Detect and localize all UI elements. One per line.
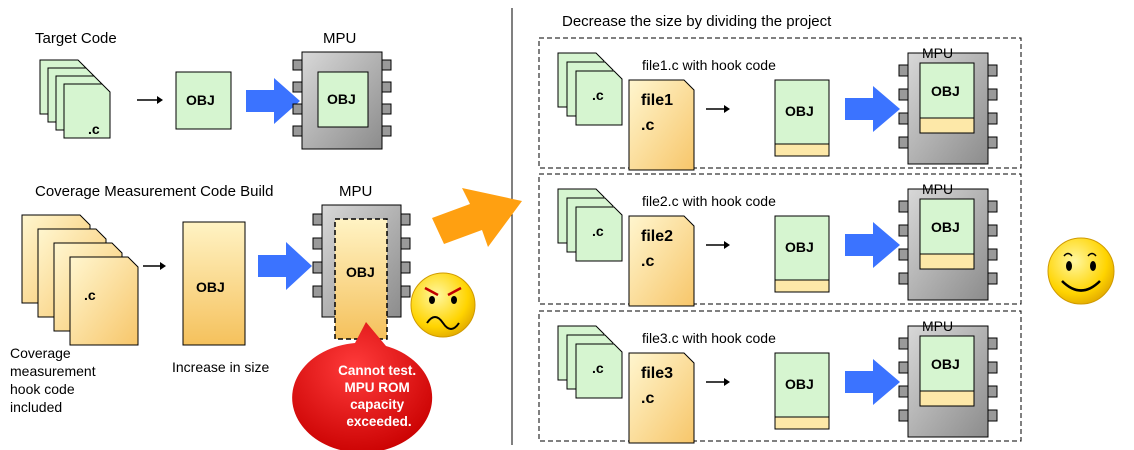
hook-caption-line2: measurement (10, 363, 96, 379)
error-bubble-text: Cannot test. MPU ROM capacity exceeded. (338, 363, 420, 429)
error-line2: MPU ROM (344, 380, 409, 395)
hook-caption-line1: Coverage (10, 345, 71, 361)
obj-block-yellow (774, 416, 830, 430)
mpu-obj-label: OBJ (931, 219, 960, 235)
big-arrow-icon (845, 86, 900, 132)
obj-label: OBJ (785, 103, 814, 119)
file-stack-icon: .c (39, 59, 111, 139)
obj-block-green (774, 352, 830, 418)
panel-caption: file1.c with hook code (642, 57, 776, 73)
mpu-label: MPU (922, 45, 953, 61)
obj-block-yellow (774, 279, 830, 293)
big-arrow-icon (845, 222, 900, 268)
file-name-label: file3 (641, 365, 673, 382)
obj-label-large: OBJ (196, 279, 225, 295)
obj-label: OBJ (785, 376, 814, 392)
file-stack-icon: .c (557, 325, 623, 399)
obj-block-green (774, 215, 830, 281)
c-extension-label: .c (88, 121, 100, 137)
file-name-label: file1 (641, 92, 673, 109)
mpu-obj-label: OBJ (931, 356, 960, 372)
mpu-chip-overflow-icon (312, 204, 411, 340)
panel-border (538, 37, 1022, 169)
error-line3: capacity (350, 397, 405, 412)
big-arrow-icon (246, 78, 300, 124)
arrow-right-icon (143, 262, 166, 270)
file-doc-icon (628, 79, 695, 171)
mpu-obj-label: OBJ (327, 91, 356, 107)
file-ext-label: .c (641, 117, 654, 134)
sad-face-icon (410, 272, 476, 338)
target-code-title: Target Code (35, 30, 117, 47)
file-name-label: file2 (641, 228, 673, 245)
hook-caption-line4: included (10, 399, 62, 415)
mpu-label: MPU (922, 318, 953, 334)
obj-block-yellow (774, 143, 830, 157)
mpu-chip-icon (898, 188, 998, 301)
error-line1: Cannot test. (338, 363, 416, 378)
error-bubble (292, 322, 433, 450)
c-extension-label: .c (592, 223, 604, 239)
mpu-chip-icon (898, 52, 998, 165)
c-extension-label: .c (592, 87, 604, 103)
arrow-right-icon (706, 105, 730, 113)
mpu-label-top: MPU (323, 30, 356, 47)
obj-block-large (182, 221, 246, 346)
arrow-right-icon (137, 96, 163, 104)
coverage-build-title: Coverage Measurement Code Build (35, 183, 273, 200)
file-doc-icon (628, 352, 695, 444)
mpu-chip-icon (292, 51, 392, 150)
happy-face-icon (1047, 237, 1115, 305)
file-stack-icon: .c (557, 52, 623, 126)
panel-caption: file2.c with hook code (642, 193, 776, 209)
file-stack-icon: .c (557, 188, 623, 262)
arrow-right-icon (706, 241, 730, 249)
mpu-label: MPU (922, 181, 953, 197)
hook-caption-line3: hook code (10, 381, 75, 397)
panel-border (538, 310, 1022, 442)
file-ext-label: .c (641, 253, 654, 270)
yellow-file-stack-icon (21, 214, 139, 346)
error-line4: exceeded. (346, 414, 411, 429)
big-arrow-icon (845, 359, 900, 405)
obj-block-small (175, 71, 232, 130)
mpu-obj-overflow-label: OBJ (346, 264, 375, 280)
mpu-obj-label: OBJ (931, 83, 960, 99)
file-doc-icon (628, 215, 695, 307)
mpu-chip-icon (898, 325, 998, 438)
transition-arrow-icon (432, 188, 522, 247)
c-extension-label: .c (592, 360, 604, 376)
obj-label: OBJ (186, 92, 215, 108)
hook-caption: Coverage measurement hook code included (10, 345, 99, 415)
file-ext-label: .c (641, 390, 654, 407)
big-arrow-icon (258, 242, 312, 290)
increase-caption: Increase in size (172, 359, 269, 375)
split-title: Decrease the size by dividing the projec… (562, 13, 832, 30)
arrow-right-icon (706, 378, 730, 386)
c-extension-label-yellow: .c (84, 287, 96, 303)
obj-label: OBJ (785, 239, 814, 255)
panel-border (538, 173, 1022, 305)
panel-caption: file3.c with hook code (642, 330, 776, 346)
mpu-label-bottom: MPU (339, 183, 372, 200)
